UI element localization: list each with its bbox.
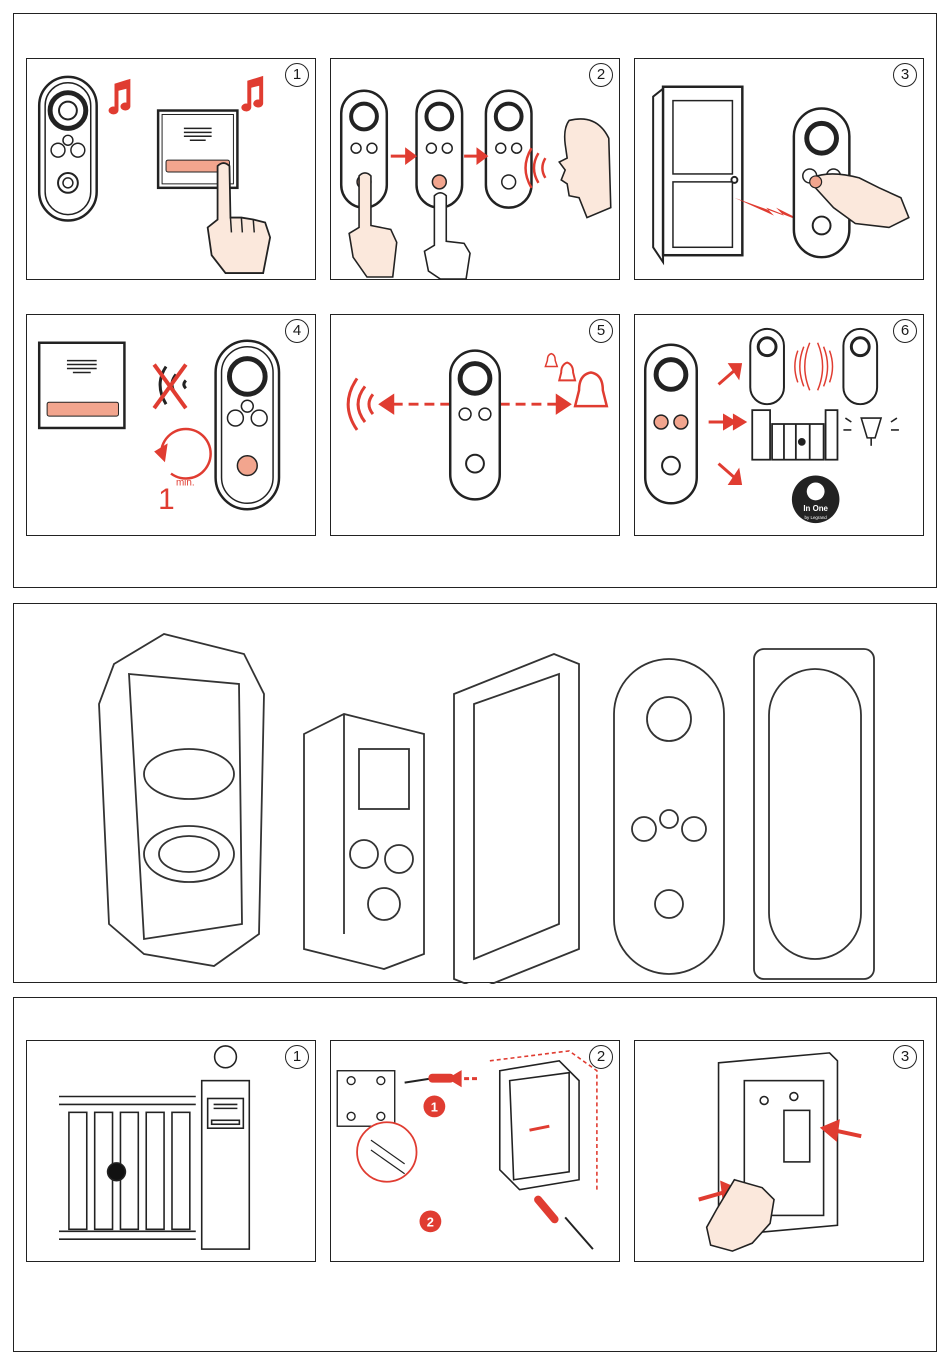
module-insertion-illustration — [635, 1041, 923, 1261]
door-icon — [653, 87, 742, 262]
step-number-badge: 2 — [589, 63, 613, 87]
arrow-icon — [450, 1073, 478, 1085]
callout-1: 1 — [423, 1096, 445, 1118]
step-number-badge: 1 — [285, 63, 309, 87]
intercom-unit-icon — [750, 329, 877, 404]
mute-icon — [154, 365, 186, 409]
sound-waves-icon — [795, 343, 833, 391]
step-number-badge: 1 — [285, 1045, 309, 1069]
operation-step-4: 1 min. 4 — [26, 314, 316, 536]
outputs-illustration: In One by Legrand — [635, 315, 923, 535]
step-number-badge: 6 — [893, 319, 917, 343]
operation-step-6: In One by Legrand 6 — [634, 314, 924, 536]
gate-icon — [752, 410, 837, 460]
lamp-icon — [843, 418, 898, 446]
in-one-logo: In One by Legrand — [792, 476, 840, 524]
intercom-unit-icon — [450, 351, 500, 500]
timer-value-label: 1 — [158, 483, 175, 516]
installation-step-1: 1 — [26, 1040, 316, 1262]
step-number-badge: 3 — [893, 63, 917, 87]
door-station-icon — [39, 343, 124, 428]
step-number-badge: 3 — [893, 1045, 917, 1069]
installation-step-2: 1 2 2 — [330, 1040, 620, 1262]
callout-2: 2 — [420, 1210, 442, 1232]
operation-step-3: 3 — [634, 58, 924, 280]
svg-text:2: 2 — [427, 1214, 434, 1229]
step-number-badge: 2 — [589, 1045, 613, 1069]
sound-waves-icon — [348, 378, 373, 430]
operation-section: 1 — [13, 13, 937, 588]
step-number-badge: 4 — [285, 319, 309, 343]
operation-step-2: 2 — [330, 58, 620, 280]
timer-icon — [156, 429, 211, 479]
installation-section: 1 — [13, 997, 937, 1352]
mounting-frame-icon — [454, 654, 579, 984]
intercom-unit-icon — [39, 77, 96, 221]
cover-plate-icon — [754, 649, 874, 979]
parts-section — [13, 603, 937, 983]
operation-step-5: 5 — [330, 314, 620, 536]
visitor-ring-illustration — [27, 59, 315, 279]
timer-unit-label: min. — [176, 477, 195, 488]
music-note-icon — [109, 76, 264, 115]
location-illustration — [27, 1041, 315, 1261]
operation-step-1: 1 — [26, 58, 316, 280]
hand-press-icon — [707, 1180, 774, 1251]
flush-mount-box-icon — [99, 634, 264, 966]
logo-line-2: by Legrand — [805, 515, 828, 520]
logo-line-1: In One — [803, 504, 828, 513]
box-preparation-illustration: 1 2 — [331, 1041, 619, 1261]
intercom-unit-icon — [216, 341, 279, 509]
visitor-face-icon — [559, 119, 611, 218]
exploded-parts-illustration — [14, 604, 938, 984]
electronic-module-icon — [304, 714, 424, 969]
module-back-icon — [337, 1071, 394, 1126]
zoom-detail-icon — [357, 1122, 416, 1181]
svg-text:1: 1 — [431, 1099, 438, 1114]
arrow-icon — [709, 365, 745, 484]
installation-step-3: 3 — [634, 1040, 924, 1262]
mute-timer-illustration: 1 min. — [27, 315, 315, 535]
mounting-box-icon — [490, 1051, 597, 1190]
call-answer-illustration — [331, 59, 619, 279]
hand-press-icon — [208, 163, 270, 273]
front-panel-icon — [614, 659, 724, 974]
step-number-badge: 5 — [589, 319, 613, 343]
intercom-unit-icon — [645, 345, 697, 504]
bell-icon — [545, 354, 606, 407]
volume-illustration — [331, 315, 619, 535]
door-station-post-icon — [202, 1046, 250, 1249]
gate-icon — [59, 1096, 196, 1239]
door-release-illustration — [635, 59, 923, 279]
